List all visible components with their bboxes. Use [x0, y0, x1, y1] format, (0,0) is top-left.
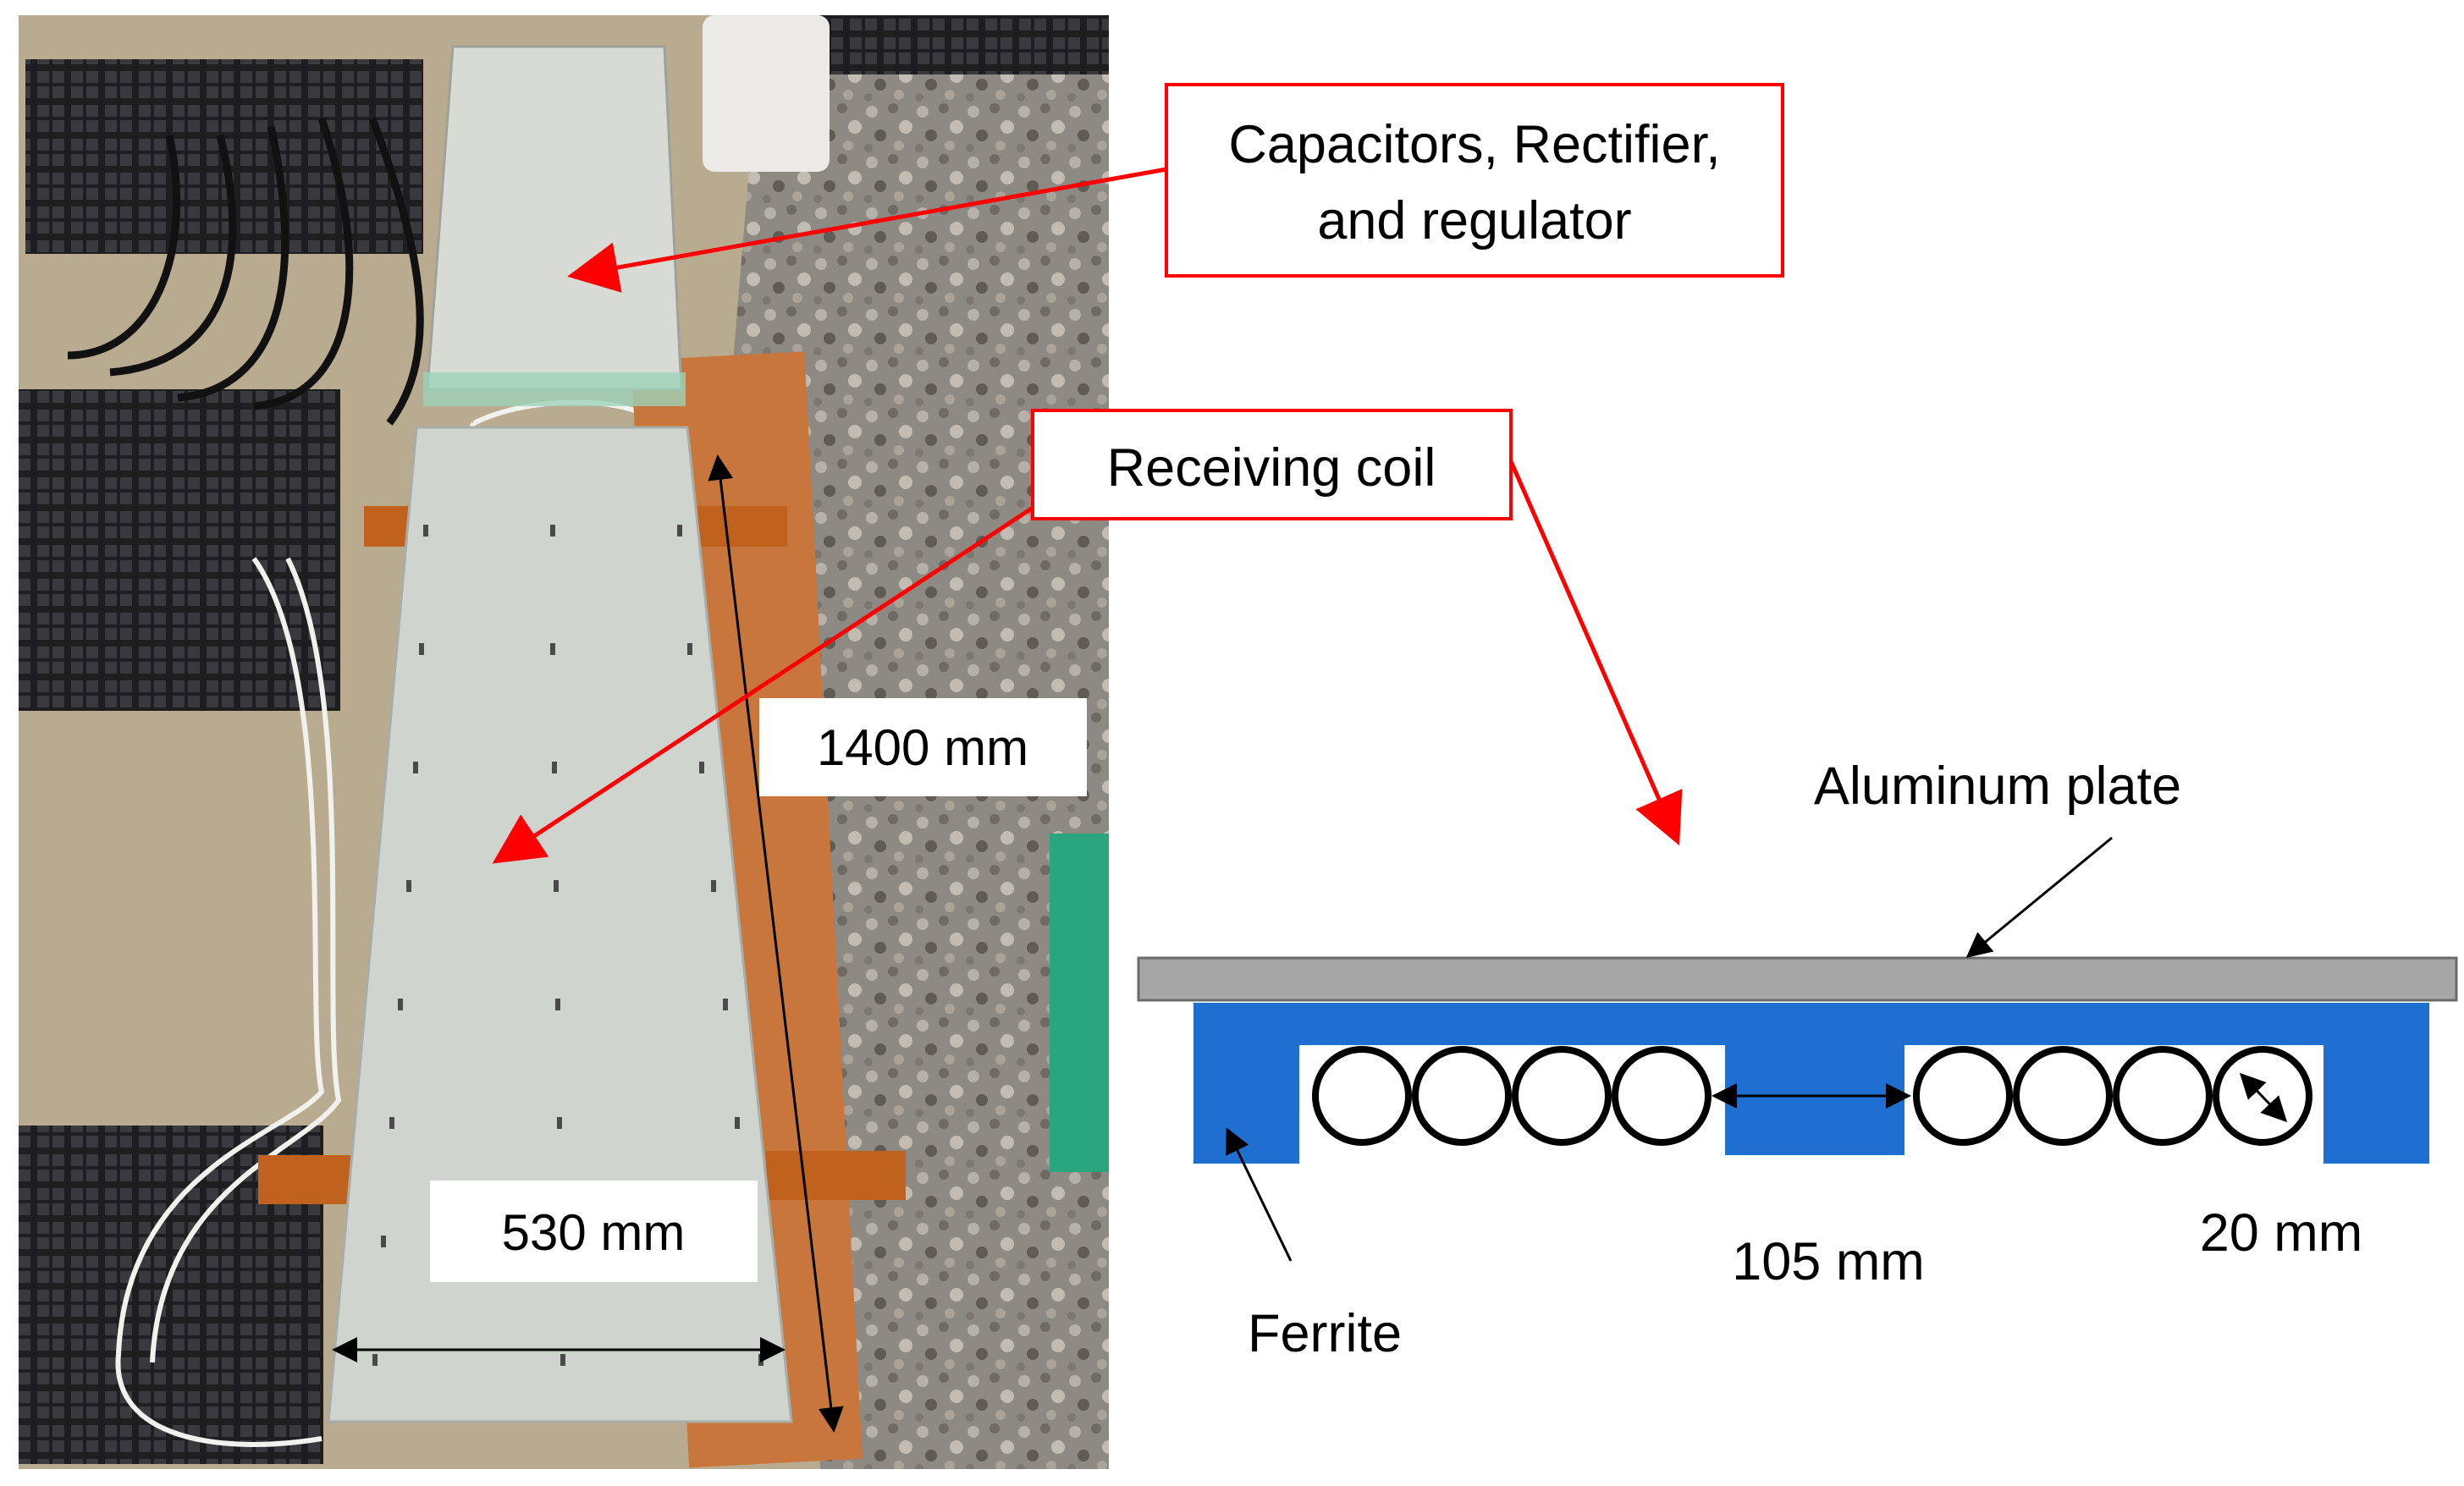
- canister: [703, 15, 830, 172]
- diameter-dimension-line: [2239, 1072, 2288, 1123]
- receiving-coil-callout-label: Receiving coil: [1107, 438, 1436, 498]
- length-label: 1400 mm: [817, 719, 1028, 776]
- electronics-box-base: [423, 372, 686, 406]
- capacitors-callout-line1: Capacitors, Rectifier,: [1228, 115, 1720, 174]
- ferrite-leader: [1226, 1127, 1293, 1262]
- aluminum-plate-label: Aluminum plate: [1814, 757, 2181, 816]
- cables: [67, 117, 424, 426]
- wood-block-bottom-right: [766, 1151, 906, 1200]
- ferrite-label: Ferrite: [1248, 1304, 1402, 1363]
- receiving-coil-callout-box: [1031, 409, 1513, 520]
- coil-turn: [2013, 1046, 2113, 1146]
- coil-turn: [1512, 1046, 1612, 1146]
- coil-turns-left: [1312, 1046, 1712, 1146]
- cross-section-diagram: Aluminum plate Ferrite 105 mm 20 mm: [1137, 757, 2458, 1363]
- coil-turn: [1612, 1046, 1712, 1146]
- electronics-box: [426, 45, 683, 391]
- coil-turn: [2113, 1046, 2213, 1146]
- coil-turns-right: [1913, 1046, 2312, 1146]
- capacitors-callout-line2: and regulator: [1317, 191, 1631, 250]
- photo-panel: 1400 mm 530 mm: [19, 15, 1109, 1469]
- crate-top-right: [796, 15, 1109, 74]
- capacitors-arrow: [567, 167, 1167, 293]
- coil-turn: [1412, 1046, 1512, 1146]
- receiving-coil-arrow-to-photo: [492, 505, 1034, 864]
- crate-middle-left: [19, 389, 340, 711]
- length-label-box: [759, 698, 1087, 796]
- width-label-box: [430, 1181, 758, 1282]
- green-board: [1050, 834, 1109, 1172]
- callouts: Capacitors, Rectifier, and regulator Rec…: [492, 83, 1784, 864]
- receiving-coil-arrow-to-diagram: [1508, 460, 1683, 846]
- capacitors-callout-box: [1165, 83, 1784, 278]
- coil-turn: [1312, 1046, 1412, 1146]
- wood-block-bottom-left: [258, 1155, 360, 1204]
- width-label: 530 mm: [502, 1204, 686, 1261]
- gap-label: 105 mm: [1732, 1232, 1925, 1291]
- aluminum-plate: [1137, 956, 2458, 1002]
- coil-turn: [1913, 1046, 2013, 1146]
- aluminum-plate-leader: [1965, 836, 2113, 958]
- length-dimension-line: [708, 454, 844, 1433]
- diameter-label: 20 mm: [2200, 1203, 2363, 1263]
